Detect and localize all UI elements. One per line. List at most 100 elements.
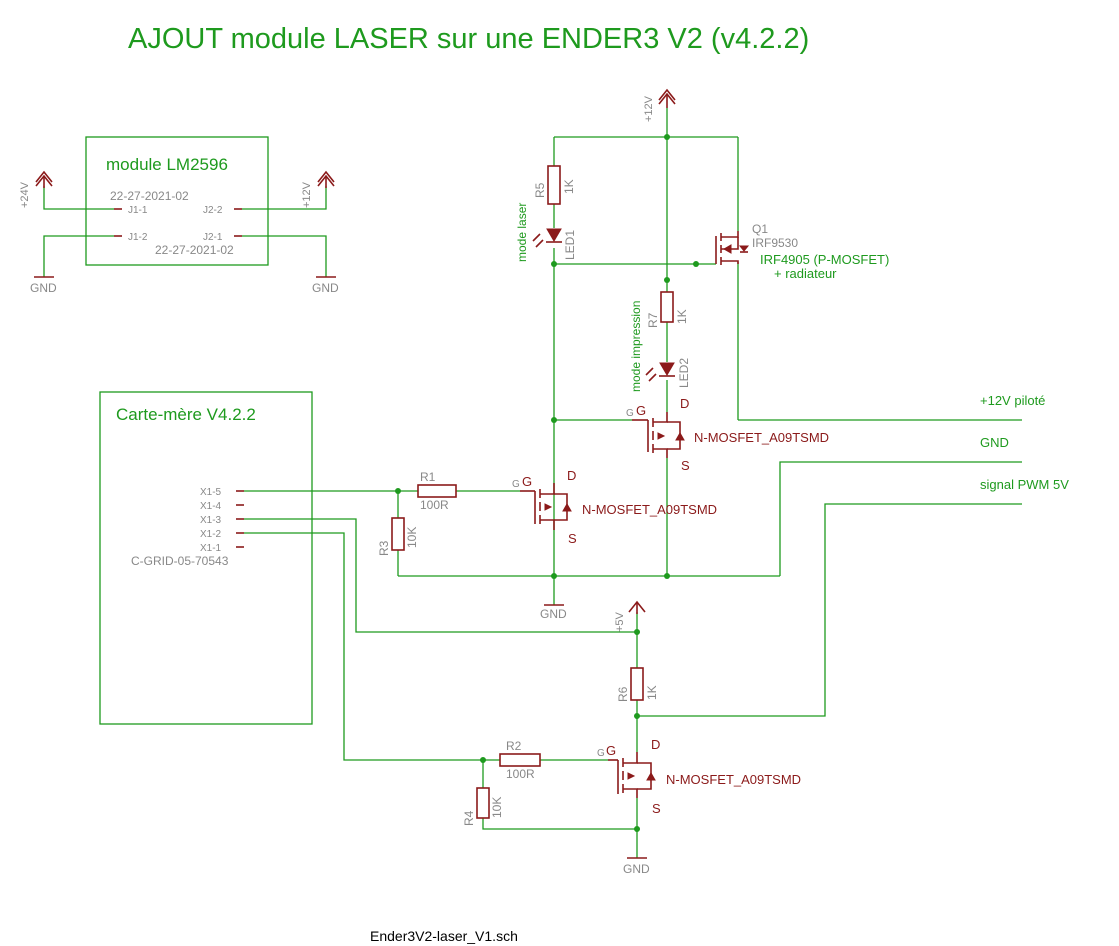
carte-mere-box [99,391,313,725]
nmos-mid-g-small: G [512,479,520,490]
led2-ray-2 [648,373,657,382]
lm2596-title: module LM2596 [106,155,228,174]
gnd-symbol-left: GND [30,276,57,295]
junction [664,277,670,283]
junction [551,417,557,423]
junction [664,573,670,579]
pin-j2-1-label: J2-1 [203,232,223,243]
led1-label: mode laser [515,203,529,262]
connector-label: C-GRID-05-70543 [131,554,229,568]
gnd-symbol-mid: GND [540,604,567,621]
q1-source-lead [721,231,739,238]
power-12v-label: +12V [301,181,313,208]
led2-name: LED2 [677,358,691,388]
pin-x1-3-label: X1-3 [200,515,222,526]
led2-label: mode impression [629,301,643,392]
wire-24v [43,186,114,210]
pin-x1-2-label: X1-2 [200,529,222,540]
nmos-bot-g: G [606,743,616,758]
r1-value: 100R [420,498,449,512]
led2-triangle [659,362,675,376]
r1-name: R1 [420,470,436,484]
q1-drain-lead [721,260,739,264]
output-12v-pilote: +12V piloté [980,393,1045,408]
nmosfet-bottom: G G D S N-MOSFET_A09TSMD [597,737,801,816]
arrow-12v-top-1 [658,88,676,101]
r6-name: R6 [616,686,630,702]
led1-name: LED1 [563,230,577,260]
nmos-bot-source [623,788,638,798]
junctions [395,134,699,832]
r4-name: R4 [462,810,476,826]
r5-value: 1K [562,179,576,194]
nmos-top-d: D [680,396,689,411]
nmos-bot-d: D [651,737,660,752]
arrow-12v-1 [317,170,335,183]
nmos-bot-label: N-MOSFET_A09TSMD [666,772,801,787]
junction [634,826,640,832]
led2: LED2 mode impression [629,301,691,392]
led1-ray-2 [535,239,544,248]
resistor-r7: R7 1K [646,291,689,328]
nmos-top-drain [653,412,668,423]
r2-body [499,753,541,767]
q1-note-1: IRF4905 (P-MOSFET) [760,252,889,267]
wire-out-gnd [779,461,1022,576]
nmosfet-top: G G D S N-MOSFET_A09TSMD [626,396,829,473]
junction [634,713,640,719]
carte-mere: Carte-mère V4.2.2 X1-5 X1-4 X1-3 X1-2 X1… [99,391,313,725]
r5-body [547,165,561,205]
gnd-label-left: GND [30,281,57,295]
junction [480,757,486,763]
r3-body [391,517,405,551]
schematic-filename: Ender3V2-laser_V1.sch [370,928,518,944]
nmos-top-g-small: G [626,408,634,419]
pin-j1-1-label: J1-1 [128,205,148,216]
r2-name: R2 [506,739,522,753]
nmos-mid-s: S [568,531,577,546]
junction [664,134,670,140]
pin-x1-5-label: X1-5 [200,487,222,498]
nmos-bot-s: S [652,801,661,816]
gnd-label-bottom: GND [623,862,650,876]
schematic-title: AJOUT module LASER sur une ENDER3 V2 (v4… [128,23,809,55]
r3-name: R3 [377,540,391,556]
pin-j1-2-label: J1-2 [128,232,148,243]
power-5v: +5V [614,600,646,632]
q1-note-2: + radiateur [774,266,837,281]
nmos-bot-drain [623,752,638,764]
r7-value: 1K [675,309,689,324]
pin-x1-4-label: X1-4 [200,501,222,512]
gnd-symbol-bottom: GND [623,857,650,876]
junction [395,488,401,494]
gnd-label-right: GND [312,281,339,295]
resistor-r2: R2 100R [499,739,541,781]
nmos-mid-g: G [522,474,532,489]
r4-body [476,787,490,819]
arrow-24v-1 [35,170,53,183]
lm2596-module: module LM2596 22-27-2021-02 22-27-2021-0… [85,136,269,266]
resistor-r6: R6 1K [616,667,659,702]
r6-value: 1K [645,685,659,700]
wires [244,108,1022,858]
q1-diode [738,245,750,252]
wire-lm-gnd-right [242,235,327,277]
carte-mere-title: Carte-mère V4.2.2 [116,405,256,424]
nmos-mid-d: D [567,468,576,483]
nmos-top-label: N-MOSFET_A09TSMD [694,430,829,445]
power-12v-top-label: +12V [643,95,655,122]
led2-ray-1 [645,367,654,376]
lm2596-ref-top: 22-27-2021-02 [110,189,189,203]
q1-pmosfet: Q1 IRF9530 IRF4905 (P-MOSFET) + radiateu… [715,222,889,281]
nmos-bot-g-small: G [597,748,605,759]
resistor-r4: R4 10K [462,787,504,826]
wire-x1-2 [244,532,500,761]
q1-arrow [722,244,732,254]
junction [693,261,699,267]
nmos-top-g: G [636,403,646,418]
r5-name: R5 [533,182,547,198]
nmos-top-diode [675,431,685,441]
power-5v-label: +5V [614,611,626,632]
led1: LED1 mode laser [515,203,577,262]
wire-x1-3-5v [244,518,637,633]
